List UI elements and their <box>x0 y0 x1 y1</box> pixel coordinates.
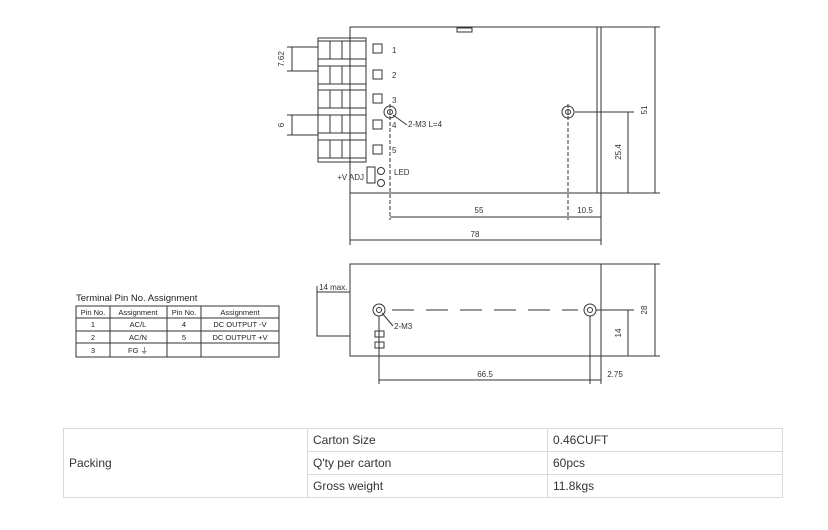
dim-span: 66.5 <box>477 370 493 379</box>
pin-table-cell: AC/N <box>129 333 147 342</box>
dim-height: 51 <box>640 105 649 114</box>
dim-lug: 14 max. <box>319 283 347 292</box>
dim-side-height: 28 <box>640 305 649 314</box>
spec-value: 60pcs <box>547 451 783 475</box>
pin-table-cell: AC/L <box>130 320 147 329</box>
vadj-label: +V ADJ <box>337 173 364 182</box>
table-row: Packing Carton Size 0.46CUFT <box>63 428 783 498</box>
dim-side-edge: 2.75 <box>607 370 623 379</box>
pin-table-labels: Terminal Pin No. Assignment Pin No. Assi… <box>76 293 268 355</box>
dim-side-mid: 14 <box>614 328 623 337</box>
dim-screw: 2-M3 L=4 <box>408 120 443 129</box>
pin-table-cell: 2 <box>91 333 95 342</box>
dim-edge: 10.5 <box>577 206 593 215</box>
side-view <box>316 263 660 384</box>
dim-pitch: 7.62 <box>277 51 286 67</box>
pin-table-header: Pin No. <box>81 308 106 317</box>
pin-table-header: Assignment <box>220 308 260 317</box>
pin-table-cell: DC OUTPUT +V <box>212 333 267 342</box>
pin-table-cell: 1 <box>91 320 95 329</box>
side-view-labels: 14 max. 2-M3 28 14 66.5 2.75 <box>319 283 649 379</box>
top-view-labels: 1 2 3 4 5 7.62 6 2-M3 L=4 51 25.4 55 10.… <box>277 46 649 239</box>
led-label: LED <box>394 168 410 177</box>
spec-label: Carton Size <box>307 428 548 452</box>
pin-label-3: 3 <box>392 96 397 105</box>
pin-label-1: 1 <box>392 46 397 55</box>
pin-table-cell: DC OUTPUT -V <box>213 320 266 329</box>
spec-label: Gross weight <box>307 474 548 498</box>
spec-value: 0.46CUFT <box>547 428 783 452</box>
dim-hole-x: 55 <box>475 206 484 215</box>
pin-table-title: Terminal Pin No. Assignment <box>76 293 198 304</box>
packing-table: Packing Carton Size 0.46CUFT Q'ty per ca… <box>63 428 783 498</box>
top-view <box>287 26 660 245</box>
spec-label: Q'ty per carton <box>307 451 548 475</box>
dim-half: 25.4 <box>614 144 623 160</box>
pin-label-2: 2 <box>392 71 397 80</box>
pin-table-cell: 4 <box>182 320 186 329</box>
pin-table <box>75 305 280 358</box>
packing-group-label: Packing <box>63 428 308 498</box>
dim-width: 78 <box>471 230 480 239</box>
dim-gap: 6 <box>277 122 286 127</box>
mechanical-drawing: 1 2 3 4 5 7.62 6 2-M3 L=4 51 25.4 55 10.… <box>75 26 660 384</box>
pin-table-header: Assignment <box>118 308 158 317</box>
table-row: Gross weight 11.8kgs <box>64 474 783 498</box>
pin-table-header: Pin No. <box>172 308 197 317</box>
pin-table-cell: FG ⏚ <box>128 346 148 355</box>
dim-side-screw: 2-M3 <box>394 322 413 331</box>
pin-label-5: 5 <box>392 146 397 155</box>
spec-value: 11.8kgs <box>547 474 783 498</box>
pin-label-4: 4 <box>392 121 397 130</box>
pin-table-cell: 3 <box>91 346 95 355</box>
pin-table-cell: 5 <box>182 333 186 342</box>
